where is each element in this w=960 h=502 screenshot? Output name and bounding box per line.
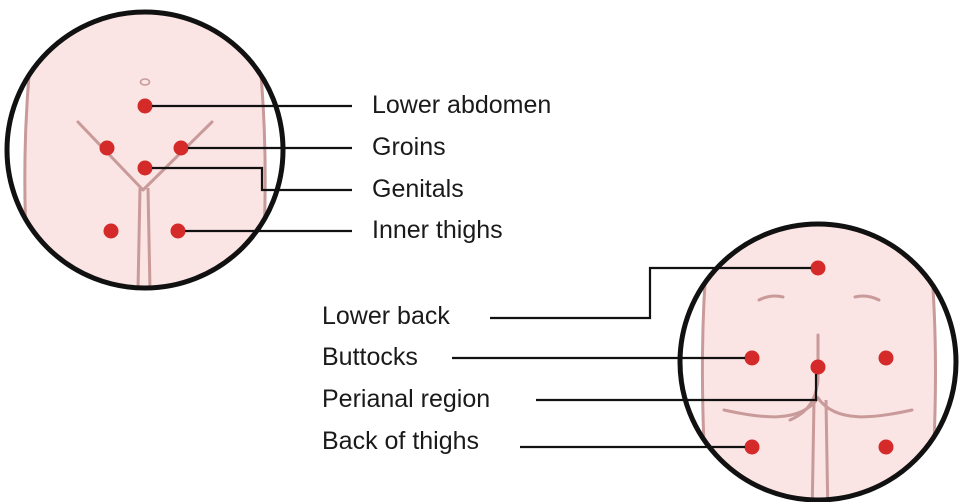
perianal-region-marker — [811, 360, 826, 375]
right-buttock-marker — [879, 351, 894, 366]
right-groin-marker — [174, 141, 189, 156]
label-groins: Groins — [372, 133, 446, 161]
left-buttock-marker — [745, 351, 760, 366]
label-genitals: Genitals — [372, 175, 464, 203]
right-inner-thigh-marker — [171, 224, 186, 239]
label-lower-abdomen: Lower abdomen — [372, 91, 551, 119]
label-lower-back: Lower back — [322, 302, 450, 330]
lower-abdomen-marker — [138, 99, 153, 114]
left-inner-thigh-marker — [104, 224, 119, 239]
label-inner-thighs: Inner thighs — [372, 216, 503, 244]
front-view-illustration — [7, 0, 283, 300]
label-perianal-region: Perianal region — [322, 385, 490, 413]
right-back-thigh-marker — [879, 440, 894, 455]
genitals-marker — [138, 161, 153, 176]
left-groin-marker — [100, 141, 115, 156]
back-view-illustration — [680, 210, 956, 502]
label-back-of-thighs: Back of thighs — [322, 427, 479, 455]
front-body-figure — [25, 0, 265, 300]
lower-back-marker — [811, 261, 826, 276]
label-buttocks: Buttocks — [322, 343, 418, 371]
left-back-thigh-marker — [745, 440, 760, 455]
